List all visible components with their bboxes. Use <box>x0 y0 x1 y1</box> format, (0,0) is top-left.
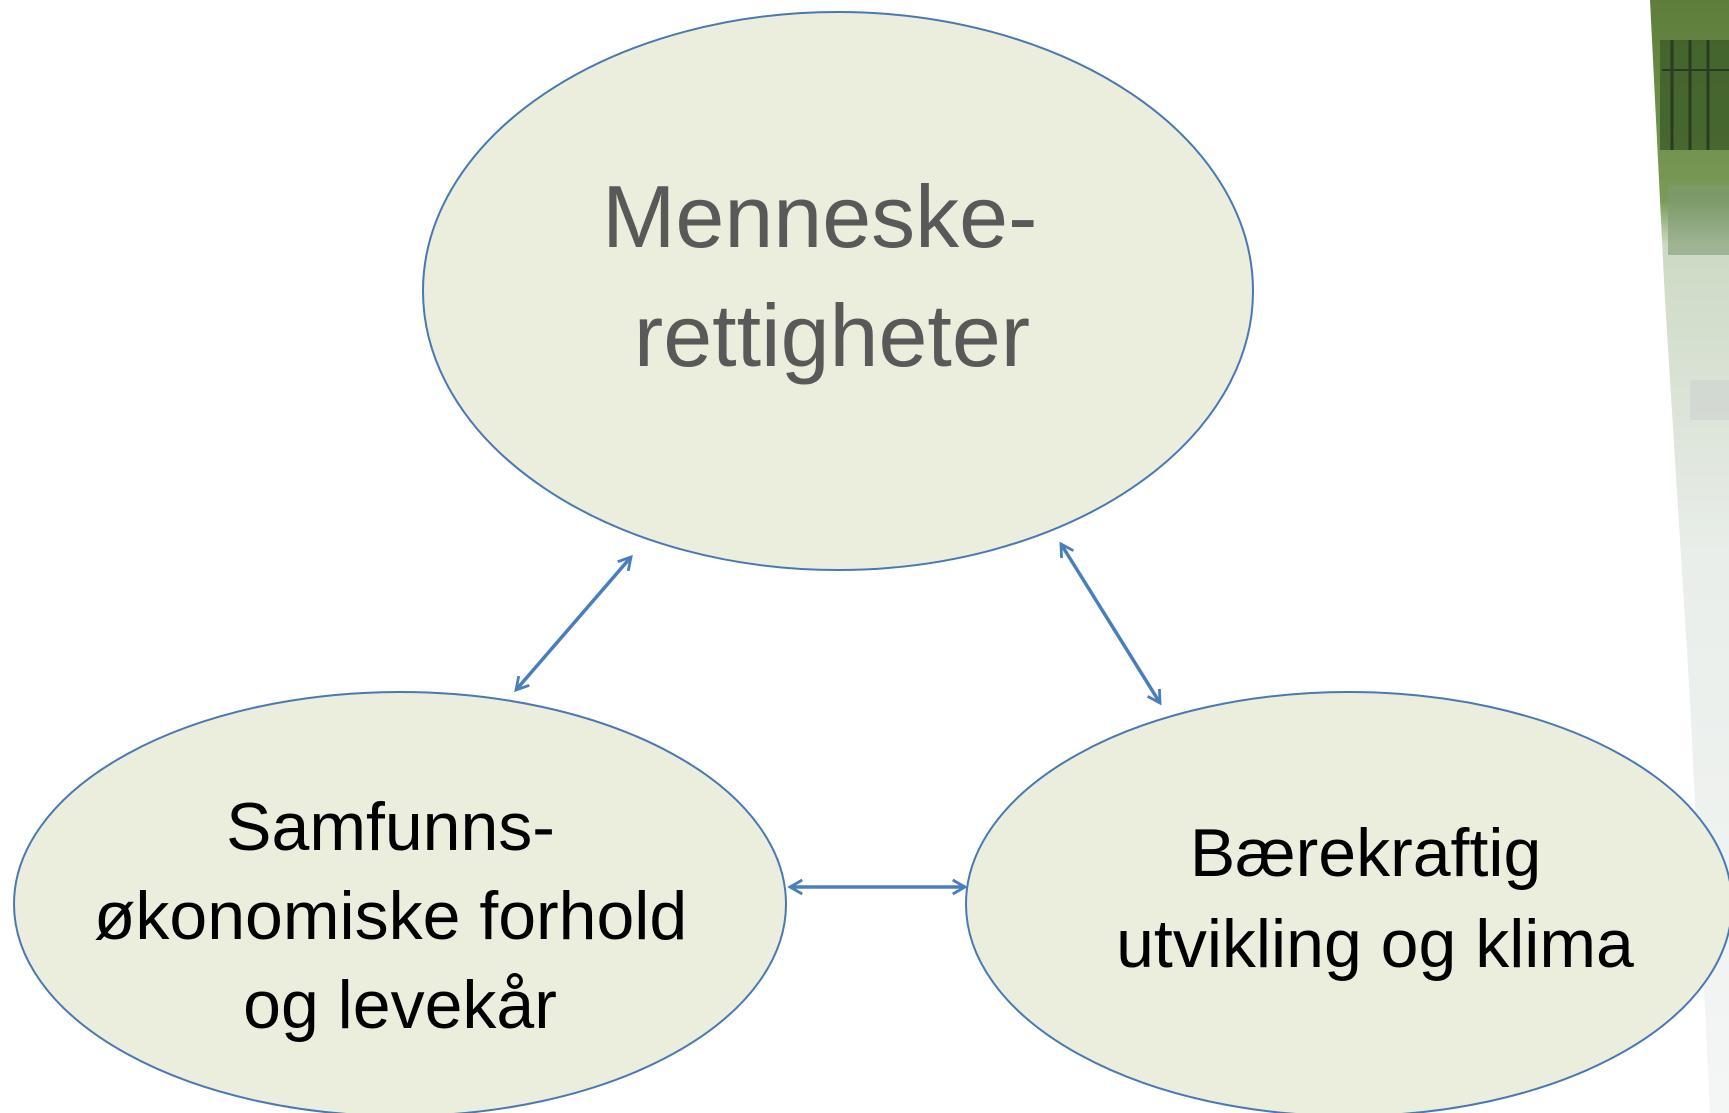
human-rights-label: Menneske- rettigheter <box>602 167 1062 385</box>
arrow-rights-socioeconomic <box>514 554 633 693</box>
socioeconomic-node <box>13 691 787 1113</box>
sustainable-line-2: utvikling og klima <box>1116 906 1634 982</box>
sustainable-line-1: Bærekraftig <box>1190 815 1541 891</box>
socioeconomic-label: Samfunns- økonomiske forhold og levekår <box>94 789 706 1043</box>
human-rights-line-2: rettigheter <box>634 286 1030 385</box>
human-rights-line-1: Menneske- <box>602 167 1037 266</box>
socioeconomic-line-2: økonomiske forhold <box>94 878 687 954</box>
sustainable-node <box>965 691 1729 1113</box>
arrow-rights-sustainable <box>1059 541 1162 706</box>
socioeconomic-line-1: Samfunns- <box>226 789 555 865</box>
sustainable-label: Bærekraftig utvikling og klima <box>1116 815 1634 982</box>
human-rights-node <box>422 11 1254 571</box>
socioeconomic-line-3: og levekår <box>243 967 557 1043</box>
